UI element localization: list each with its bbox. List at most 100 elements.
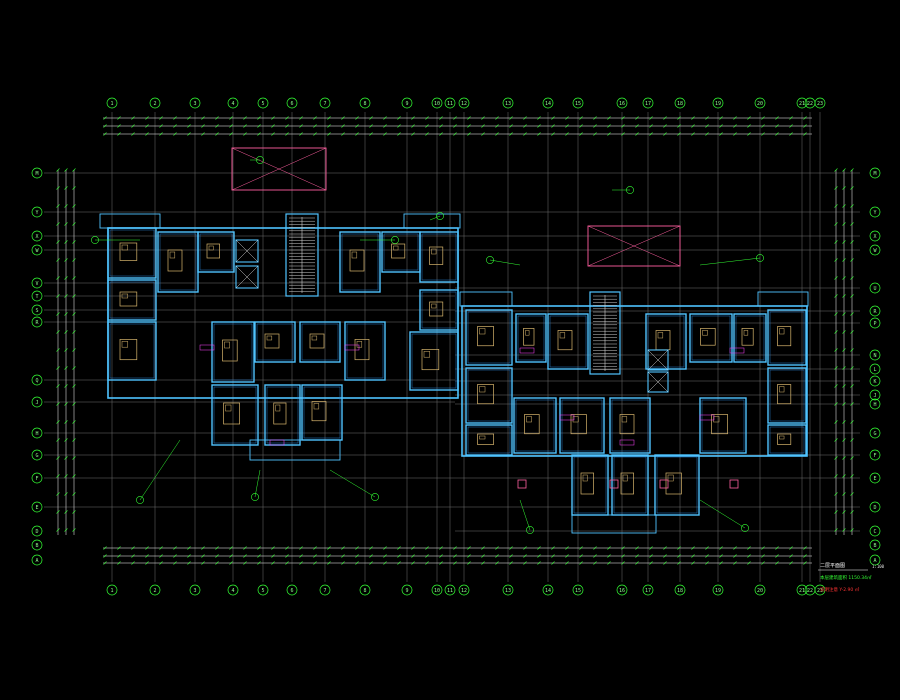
leader-line: [489, 259, 521, 266]
dimension-tick: [495, 124, 499, 128]
dimension-tick: [834, 186, 838, 190]
dimension-tick: [775, 116, 779, 120]
axis-bubble-bottom: [458, 584, 470, 596]
dimension-tick: [285, 561, 289, 565]
dimension-tick: [789, 554, 793, 558]
dimension-tick: [56, 420, 60, 424]
dimension-tick: [481, 116, 485, 120]
dimension-tick: [313, 132, 317, 136]
dimension-tick: [271, 132, 275, 136]
axis-bubble-top-label: 1: [110, 101, 113, 107]
detail-bubble: [256, 156, 264, 164]
dimension-tick: [467, 116, 471, 120]
dimension-tick: [285, 554, 289, 558]
dimension-tick: [579, 124, 583, 128]
dimension-tick: [187, 546, 191, 550]
dimension-tick: [842, 258, 846, 262]
dimension-tick: [842, 186, 846, 190]
dimension-tick: [64, 366, 68, 370]
detail-bubble: [91, 236, 99, 244]
furniture-pillow: [622, 474, 628, 482]
dimension-tick: [411, 554, 415, 558]
furniture-bed: [429, 301, 444, 317]
dimension-tick: [842, 168, 846, 172]
room-inner: [421, 291, 457, 329]
dimension-tick: [834, 528, 838, 532]
dimension-tick: [159, 124, 163, 128]
furniture-pillow: [479, 386, 486, 393]
dimension-tick: [187, 132, 191, 136]
dimension-tick: [271, 554, 275, 558]
dimension-tick: [397, 116, 401, 120]
axis-bubble-bottom: [642, 584, 654, 596]
dimension-tick: [355, 554, 359, 558]
axis-bubble-left-label: D: [35, 529, 38, 535]
axis-bubble-right: [869, 317, 881, 329]
dimension-tick: [355, 132, 359, 136]
dimension-tick: [72, 276, 76, 280]
furniture-bed: [223, 402, 240, 425]
dimension-tick: [313, 554, 317, 558]
axis-bubble-right: [869, 472, 881, 484]
dimension-tick: [56, 366, 60, 370]
dimension-tick: [691, 124, 695, 128]
room-wall: [339, 231, 381, 293]
dimension-tick: [355, 124, 359, 128]
roof-diagonal: [231, 147, 327, 191]
furniture-bed: [477, 326, 494, 347]
axis-bubble-bottom: [189, 584, 201, 596]
dimension-tick: [341, 124, 345, 128]
dimension-tick: [635, 132, 639, 136]
dimension-tick: [719, 561, 723, 565]
dimension-tick: [425, 546, 429, 550]
room-inner: [109, 229, 155, 277]
room-inner: [691, 315, 731, 361]
dimension-tick: [850, 528, 854, 532]
dimension-tick: [425, 554, 429, 558]
axis-bubble-top-label: 13: [505, 101, 511, 107]
dimension-tick: [663, 132, 667, 136]
dimension-tick: [299, 546, 303, 550]
axis-bubble-right: [869, 398, 881, 410]
dimension-tick: [215, 561, 219, 565]
dimension-tick: [117, 554, 121, 558]
axis-bubble-right-label: D: [873, 505, 876, 511]
axis-bubble-left-label: M: [35, 171, 38, 177]
axis-bubble-right-label: X: [873, 234, 876, 240]
dimension-tick: [537, 561, 541, 565]
dimension-tick: [56, 222, 60, 226]
axis-bubble-top-label: 16: [619, 101, 625, 107]
furniture-bed: [477, 433, 494, 445]
furniture-pillow: [356, 341, 363, 348]
dimension-tick: [72, 168, 76, 172]
dimension-tick: [64, 222, 68, 226]
axis-bubble-right: [869, 305, 881, 317]
room-tag: [619, 439, 635, 446]
room-inner: [467, 311, 511, 364]
axis-bubble-right-label: R: [873, 309, 877, 315]
axis-bubble-right-label: M: [873, 171, 876, 177]
furniture-pillow: [225, 404, 232, 412]
axis-bubble-bottom-label: 1: [110, 588, 113, 594]
axis-bubble-left: [31, 316, 43, 328]
roof-diagonal: [587, 225, 681, 267]
dimension-tick: [635, 561, 639, 565]
dimension-tick: [64, 276, 68, 280]
room-inner: [159, 233, 197, 291]
axis-bubble-bottom: [616, 584, 628, 596]
room-wall: [299, 321, 341, 363]
dimension-tick: [834, 258, 838, 262]
room-wall: [465, 424, 513, 456]
dimension-tick: [842, 330, 846, 334]
detail-bubble: [371, 493, 379, 501]
dimension-tick: [383, 116, 387, 120]
dimension-tick: [621, 554, 625, 558]
room-inner: [573, 456, 607, 514]
drawing-scale: 1:100: [872, 564, 885, 569]
room-inner: [611, 399, 649, 452]
dimension-tick: [243, 116, 247, 120]
dimension-tick: [495, 132, 499, 136]
